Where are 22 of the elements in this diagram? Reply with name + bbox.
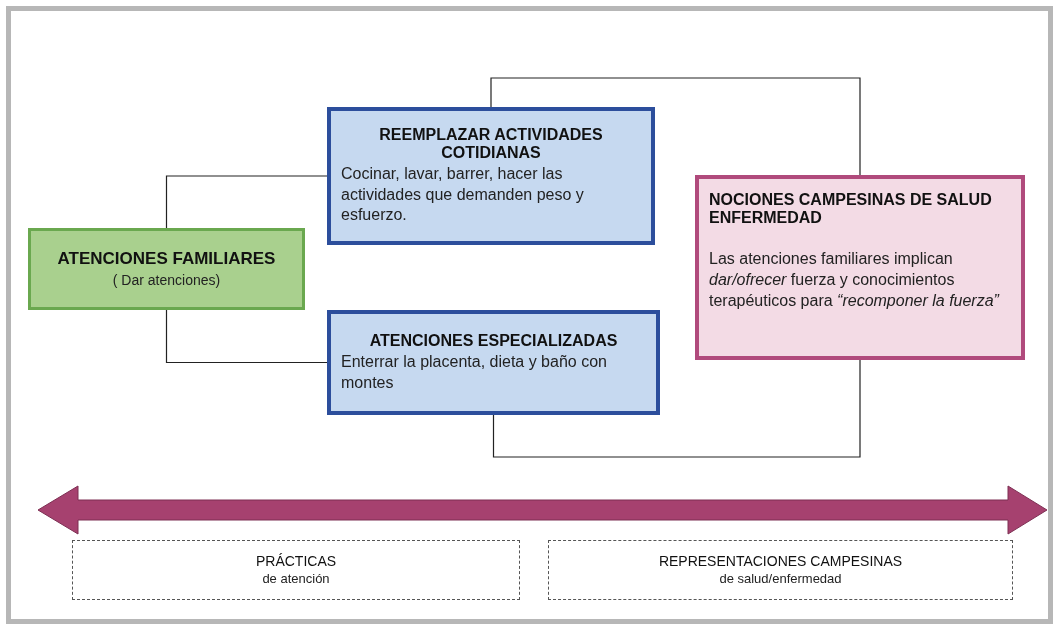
- node-heading: PRÁCTICAS: [254, 552, 338, 569]
- node-text: Enterrar la placenta, dieta y baño con montes: [341, 351, 608, 393]
- node-heading: NOCIONES CAMPESINAS DE SALUD ENFERMEDAD: [709, 191, 993, 227]
- node-text: Las atenciones familiares implican dar/ofrecer fuerza y conocimientos terapéuticos para “recomponer la fuerza”: [709, 249, 1001, 311]
- connector-line: [165, 309, 328, 364]
- node-heading: REEMPLAZAR ACTIVIDADES COTIDIANAS: [378, 125, 604, 162]
- connector-line: [490, 77, 861, 176]
- node-heading: ATENCIONES ESPECIALIZADAS: [368, 331, 619, 350]
- node-text: Cocinar, lavar, barrer, hacer las actividades que demanden peso y esfuerzo.: [341, 163, 585, 226]
- process-box: [327, 107, 655, 245]
- node-heading: ATENCIONES FAMILIARES: [56, 248, 277, 269]
- node-text: de salud/enfermedad: [718, 570, 843, 588]
- connector-line: [492, 359, 861, 458]
- concept-box: [695, 175, 1025, 360]
- process-box: [327, 310, 660, 415]
- node-text: de atención: [261, 570, 331, 588]
- process-box: [28, 228, 305, 310]
- category-box: [548, 540, 1013, 600]
- category-box: [72, 540, 520, 600]
- connector-line: [165, 175, 328, 229]
- node-text: ( Dar atenciones): [111, 270, 222, 290]
- node-heading: REPRESENTACIONES CAMPESINAS: [657, 552, 904, 569]
